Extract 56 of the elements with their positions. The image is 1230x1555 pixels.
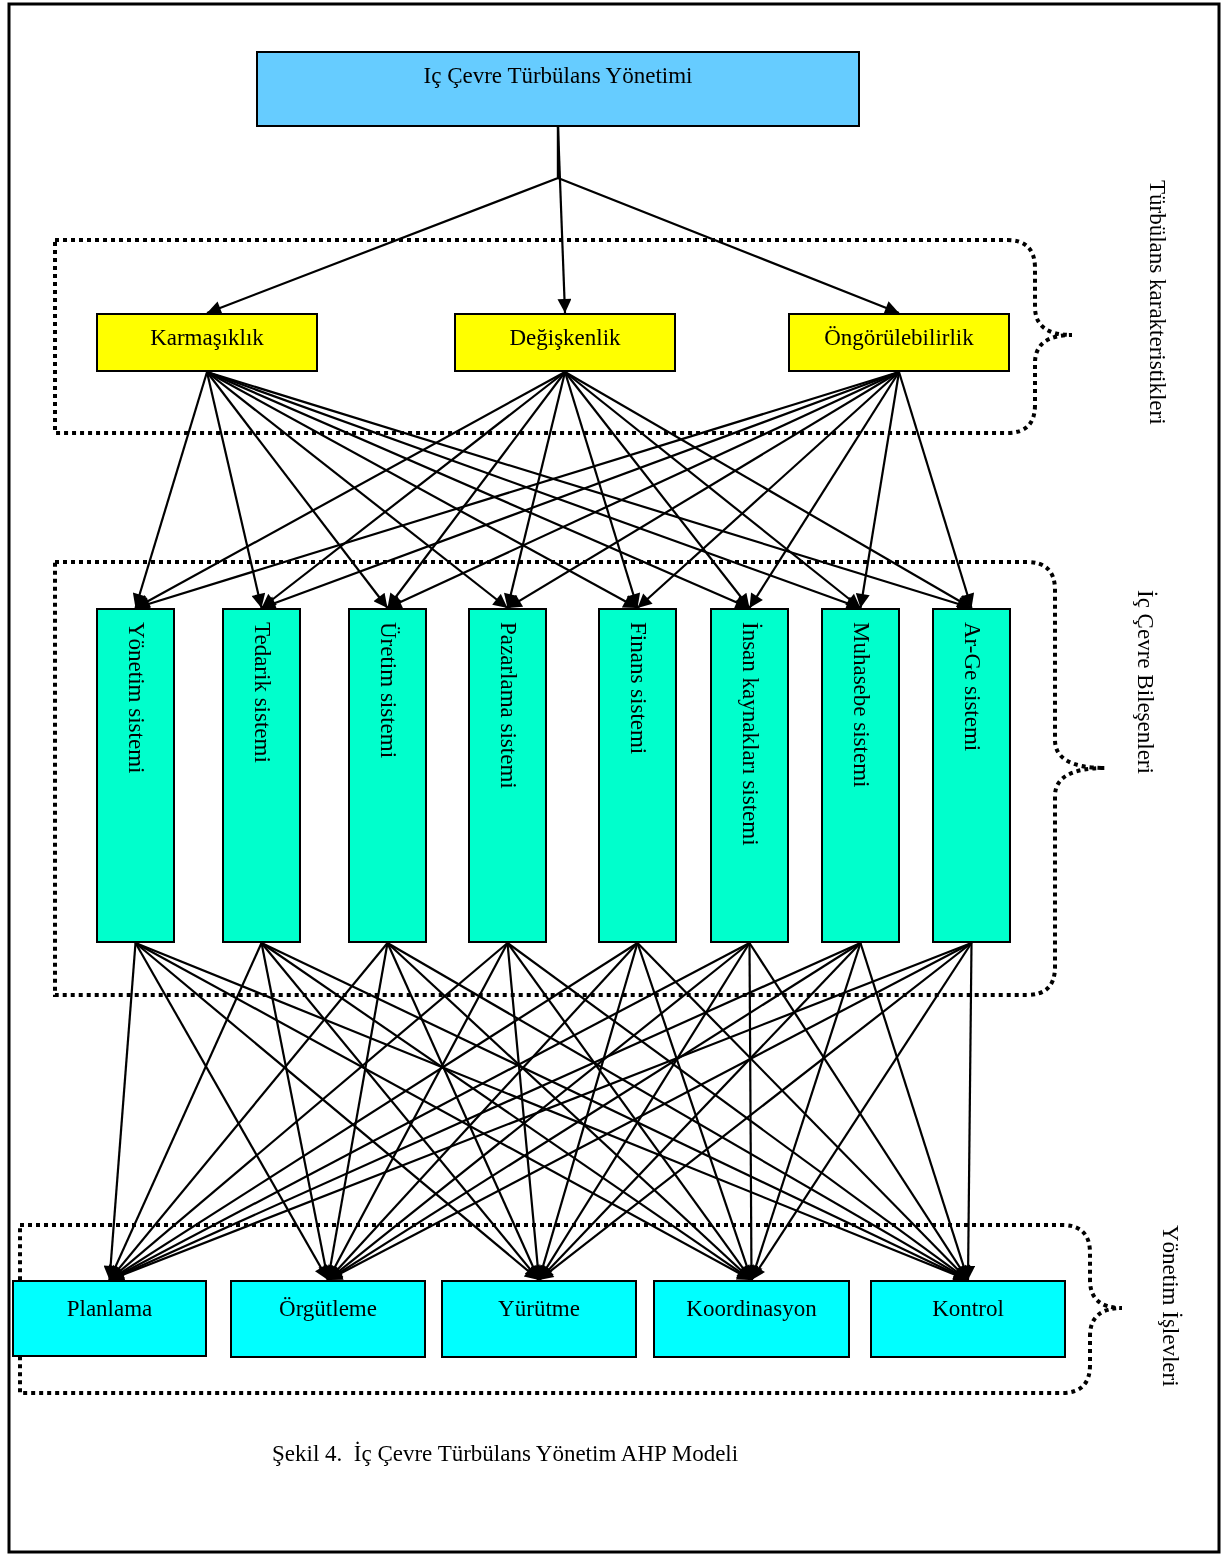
arrow xyxy=(108,942,389,1281)
process-box xyxy=(96,313,318,372)
arrow xyxy=(564,371,751,609)
process-box xyxy=(441,1280,637,1358)
arrow xyxy=(108,942,263,1281)
box-label: Muhasebe sistemi xyxy=(847,622,874,788)
component-box xyxy=(598,608,677,943)
box-label: Öngörülebilirlik xyxy=(824,325,974,352)
component-box xyxy=(932,608,1011,943)
box-label: Yönetim sistemi xyxy=(122,622,149,774)
arrow xyxy=(538,942,862,1281)
box-label: İnsan kaynakları sistemi xyxy=(736,622,763,846)
arrow xyxy=(103,942,137,1281)
box-label: Örgütleme xyxy=(279,1296,377,1323)
arrow xyxy=(855,371,901,609)
process-box xyxy=(230,1280,426,1358)
group-label: İç Çevre Bileşenleri xyxy=(1132,590,1158,774)
box-label: Üretim sistemi xyxy=(374,622,401,759)
box-label: Değişkenlik xyxy=(509,325,621,352)
component-box xyxy=(222,608,301,943)
arrow xyxy=(504,371,567,609)
arrow xyxy=(961,943,976,1280)
group-label: Yönetim İşlevleri xyxy=(1157,1225,1183,1387)
component-box xyxy=(821,608,900,943)
box-label: Karmaşıklık xyxy=(150,325,264,352)
arrow xyxy=(563,371,641,609)
box-label: Koordinasyon xyxy=(686,1296,817,1323)
arrow xyxy=(134,942,329,1281)
arrow xyxy=(897,371,975,609)
arrow xyxy=(386,371,566,609)
component-box xyxy=(468,608,547,943)
arrow xyxy=(260,942,540,1281)
box-label: Planlama xyxy=(66,1296,153,1323)
box-label: Iç Çevre Türbülans Yönetimi xyxy=(423,63,693,90)
process-box xyxy=(256,51,860,127)
box-label: Kontrol xyxy=(932,1296,1004,1323)
arrow xyxy=(132,371,209,609)
box-label: Yürütme xyxy=(498,1296,580,1323)
process-box xyxy=(870,1280,1066,1358)
component-box xyxy=(348,608,427,943)
arrow xyxy=(205,371,266,609)
box-label: Pazarlama sistemi xyxy=(494,622,521,789)
process-box xyxy=(454,313,676,372)
component-box xyxy=(96,608,175,943)
component-box xyxy=(710,608,789,943)
box-label: Tedarik sistemi xyxy=(248,622,275,763)
arrow xyxy=(206,371,389,609)
arrow xyxy=(556,127,900,315)
box-label: Finans sistemi xyxy=(624,622,651,755)
figure-caption: Şekil 4. İç Çevre Türbülans Yönetim AHP Modeli xyxy=(272,1441,739,1467)
process-box xyxy=(653,1280,850,1358)
process-box xyxy=(788,313,1010,372)
box-label: Ar-Ge sistemi xyxy=(958,622,985,752)
group-label: Türbülans karakteristikleri xyxy=(1144,180,1170,425)
process-box xyxy=(12,1280,207,1357)
arrow xyxy=(748,371,900,609)
